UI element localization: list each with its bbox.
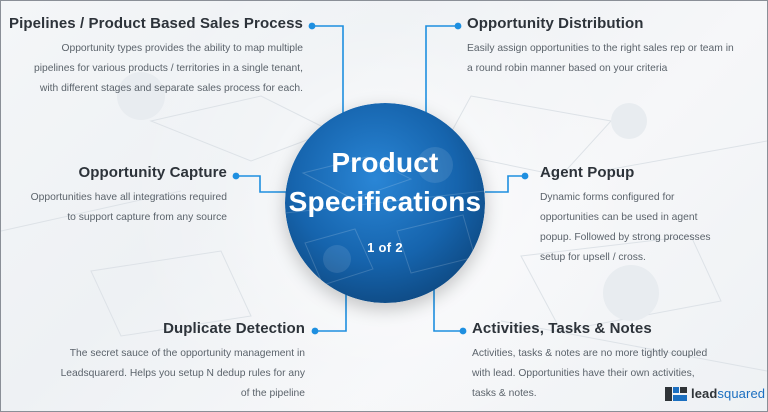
description-line: a round robin manner based on your crite… xyxy=(467,63,668,74)
feature-opportunity-distribution: Opportunity Distribution Easily assign o… xyxy=(467,15,759,79)
description-line: pipelines for various products / territo… xyxy=(33,63,303,74)
center-title-line-1: Product xyxy=(331,147,439,178)
description-line: opportunities can be used in agent xyxy=(540,212,698,223)
description-line: with different stages and separate sales… xyxy=(39,83,303,94)
description-line: setup for upsell / cross. xyxy=(540,252,646,263)
logo-text-part-2: squared xyxy=(717,386,766,401)
description-line: The secret sauce of the opportunity mana… xyxy=(69,348,305,359)
feature-pipelines: Pipelines / Product Based Sales Process … xyxy=(7,15,303,99)
description-line: Easily assign opportunities to the right… xyxy=(467,43,734,54)
description-line: with lead. Opportunities have their own … xyxy=(472,368,695,379)
description-line: Opportunities have all integrations requ… xyxy=(30,192,227,203)
description-line: Leadsquarerd. Helps you setup N dedup ru… xyxy=(60,368,305,379)
feature-description: Dynamic forms configured for opportuniti… xyxy=(540,188,740,268)
feature-description: Opportunities have all integrations requ… xyxy=(19,188,227,228)
logo-text-part-1: lead xyxy=(691,386,718,401)
feature-title: Duplicate Detection xyxy=(163,320,305,337)
feature-description: Activities, tasks & notes are no more ti… xyxy=(472,344,742,404)
connector-dot xyxy=(308,22,316,30)
feature-title: Agent Popup xyxy=(540,164,635,181)
description-line: of the pipeline xyxy=(240,388,305,399)
feature-description: Opportunity types provides the ability t… xyxy=(7,39,303,99)
connector-dot xyxy=(311,327,319,335)
feature-description: The secret sauce of the opportunity mana… xyxy=(21,344,305,404)
feature-description: Easily assign opportunities to the right… xyxy=(467,39,759,79)
description-line: Opportunity types provides the ability t… xyxy=(61,43,303,54)
connector-dot xyxy=(232,172,240,180)
description-line: Dynamic forms configured for xyxy=(540,192,675,203)
feature-title: Opportunity Capture xyxy=(78,164,227,181)
center-circle: Product Specifications 1 of 2 xyxy=(285,103,485,303)
description-line: to support capture from any source xyxy=(67,212,227,223)
description-line: tasks & notes. xyxy=(472,388,537,399)
connector-capture xyxy=(236,175,286,193)
center-page-indicator: 1 of 2 xyxy=(367,240,403,255)
connector-agent-popup xyxy=(485,175,525,193)
feature-agent-popup: Agent Popup Dynamic forms configured for… xyxy=(540,164,740,268)
leadsquared-logo-text: leadsquared xyxy=(691,386,765,401)
leadsquared-logo: leadsquared xyxy=(665,386,765,401)
connector-dot xyxy=(521,172,529,180)
connector-distribution xyxy=(425,25,458,113)
feature-title: Pipelines / Product Based Sales Process xyxy=(8,15,303,32)
feature-title: Opportunity Distribution xyxy=(467,15,644,32)
description-line: Activities, tasks & notes are no more ti… xyxy=(472,348,708,359)
connector-dot xyxy=(459,327,467,335)
feature-title: Activities, Tasks & Notes xyxy=(472,320,652,337)
connector-dot xyxy=(454,22,462,30)
feature-opportunity-capture: Opportunity Capture Opportunities have a… xyxy=(19,164,227,228)
feature-duplicate-detection: Duplicate Detection The secret sauce of … xyxy=(21,320,305,404)
leadsquared-logo-icon xyxy=(665,386,687,401)
center-title-line-2: Specifications xyxy=(288,186,482,217)
connector-pipelines xyxy=(312,25,344,113)
center-circle-text: Product Specifications 1 of 2 xyxy=(285,103,485,303)
center-circle-art xyxy=(285,103,485,303)
description-line: popup. Followed by strong processes xyxy=(540,232,711,243)
feature-activities-tasks-notes: Activities, Tasks & Notes Activities, ta… xyxy=(472,320,742,404)
